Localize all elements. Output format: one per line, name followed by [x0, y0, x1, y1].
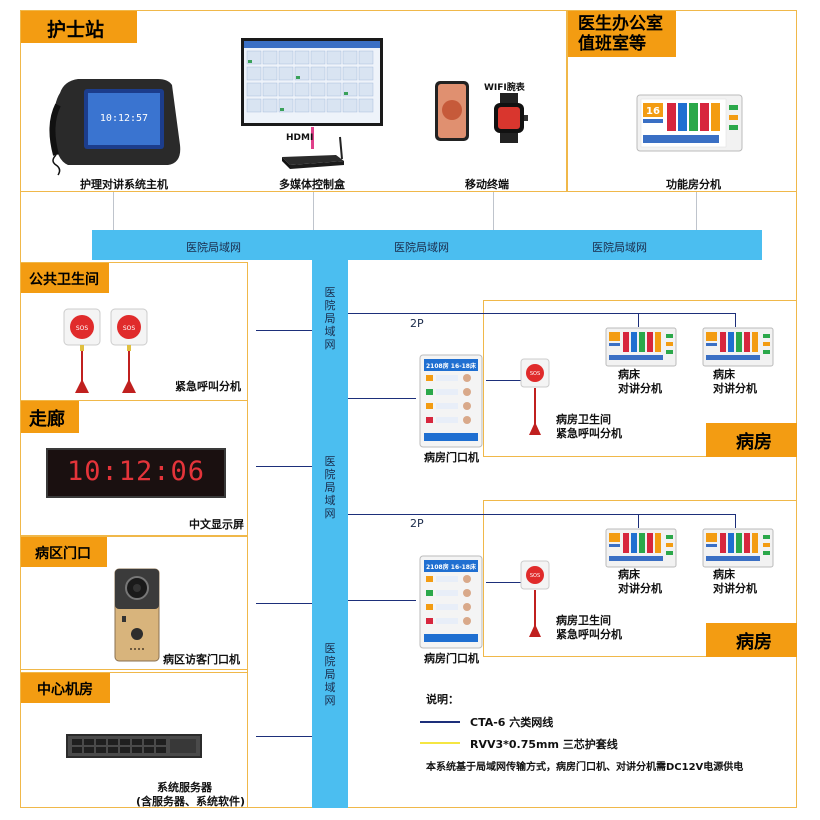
ward2-bed-terminal-2: [702, 528, 774, 568]
legend-network-line: [420, 721, 460, 723]
nurse-station-tag: 护士站: [21, 11, 137, 43]
ward1-door-terminal-image: 2108房 16-18床: [419, 354, 483, 448]
hdmi-label: HDMI: [286, 133, 314, 143]
visitor-door-label: 病区访客门口机: [163, 653, 240, 666]
ward2-bed-label-2: 病床 对讲分机: [713, 568, 757, 595]
legend-note: 本系统基于局域网传输方式，病房门口机、对讲分机需DC12V电源供电: [426, 762, 744, 773]
server-label-line2: (含服务器、系统软件): [136, 795, 246, 808]
ward-room-1-tag: 病房: [706, 423, 797, 457]
intercom-host-image: 10:12:57: [49, 79, 181, 176]
doctor-office-section: [567, 10, 797, 192]
legend-network-label: CTA-6 六类网线: [470, 716, 554, 729]
emergency-call-device-1: SOS: [63, 308, 101, 393]
svg-text:SOS: SOS: [123, 325, 136, 332]
public-toilet-tag: 公共卫生间: [21, 263, 109, 293]
ward-entrance-section: [20, 536, 248, 670]
ward2-link-bed2: [735, 514, 736, 528]
ward1-link-main: [348, 313, 735, 314]
ward1-bed-label-2: 病床 对讲分机: [713, 368, 757, 395]
ward1-2p-label: 2P: [410, 317, 424, 330]
hdmi-cable: [311, 127, 314, 149]
ward2-toilet-call-image: SOS: [520, 560, 550, 637]
legend-power-line: [420, 742, 460, 744]
wifi-watch-label: WIFI腕表: [484, 83, 525, 93]
ward1-bed-label-1: 病床 对讲分机: [618, 368, 662, 395]
drop-mobile: [493, 192, 494, 230]
chinese-display-label: 中文显示屏: [189, 518, 244, 531]
function-room-terminal-image: 16: [636, 94, 743, 152]
ward2-bed-terminal-1: [605, 528, 677, 568]
nurse-display-monitor: [241, 38, 383, 126]
ward1-bed-terminal-1: [605, 327, 677, 367]
svg-text:10:12:57: 10:12:57: [100, 113, 148, 124]
link-public-toilet: [256, 330, 312, 331]
ward2-toilet-call-label: 病房卫生间 紧急呼叫分机: [556, 614, 622, 641]
svg-text:2108房 16-18床: 2108房 16-18床: [426, 362, 477, 370]
svg-text:2108房 16-18床: 2108房 16-18床: [426, 563, 477, 571]
ward1-bed-terminal-2: [702, 327, 774, 367]
ward2-2p-label: 2P: [410, 517, 424, 530]
ward2-link-door-call: [486, 582, 522, 583]
svg-text:SOS: SOS: [530, 371, 540, 377]
drop-function: [696, 192, 697, 230]
ward1-link-bed2: [735, 313, 736, 327]
ward1-link-bed1: [638, 313, 639, 327]
ward2-link-main: [348, 514, 735, 515]
ward2-link-door: [348, 600, 416, 601]
ward2-bed-label-1: 病床 对讲分机: [618, 568, 662, 595]
corridor-section: [20, 400, 248, 536]
nurse-station-section: [20, 10, 567, 192]
svg-text:SOS: SOS: [76, 325, 89, 332]
lan-vertical-label-1: 医院局域网: [324, 286, 336, 351]
server-room-section: [20, 672, 248, 808]
mobile-phone-image: [435, 81, 469, 141]
lan-label-2: 医院局域网: [394, 241, 449, 254]
svg-text:SOS: SOS: [530, 573, 540, 579]
ward1-toilet-call-image: SOS: [520, 358, 550, 435]
ward2-door-terminal-image: 2108房 16-18床: [419, 555, 483, 649]
led-display: 10:12:06: [46, 448, 226, 498]
ward1-link-door-call: [486, 380, 522, 381]
link-corridor: [256, 466, 312, 467]
lan-vertical-label-3: 医院局域网: [324, 642, 336, 707]
link-server-room: [256, 736, 312, 737]
function-room-label: 功能房分机: [666, 178, 721, 191]
lan-label-3: 医院局域网: [592, 241, 647, 254]
ward2-door-label: 病房门口机: [424, 652, 479, 665]
ward-room-2-tag: 病房: [706, 623, 797, 657]
lan-vertical-label-2: 医院局域网: [324, 455, 336, 520]
ward-entrance-tag: 病区门口: [21, 537, 107, 567]
ward-room-1-frame: [483, 300, 797, 457]
wifi-watch-image: [494, 93, 528, 143]
server-image: [66, 734, 202, 758]
intercom-host-label: 护理对讲系统主机: [80, 178, 168, 191]
emergency-call-device-2: SOS: [110, 308, 148, 393]
ward2-link-bed1: [638, 514, 639, 528]
drop-media: [313, 192, 314, 230]
media-box-label: 多媒体控制盒: [279, 178, 345, 191]
doctor-office-tag: 医生办公室 值班室等: [568, 11, 676, 57]
mobile-terminal-label: 移动终端: [465, 178, 509, 191]
emergency-call-label: 紧急呼叫分机: [175, 380, 241, 393]
ward1-door-label: 病房门口机: [424, 451, 479, 464]
media-box-image: [282, 136, 344, 169]
ward1-link-door: [348, 398, 416, 399]
lan-backbone-vertical: [312, 258, 348, 808]
legend-title: 说明：: [426, 693, 459, 706]
drop-host: [113, 192, 114, 230]
server-room-tag: 中心机房: [21, 673, 110, 703]
ward1-toilet-call-label: 病房卫生间 紧急呼叫分机: [556, 413, 622, 440]
corridor-tag: 走廊: [21, 401, 79, 433]
led-display-time: 10:12:06: [66, 456, 206, 487]
svg-text:16: 16: [646, 106, 660, 117]
ward-room-2-frame: [483, 500, 797, 657]
link-ward-entrance: [256, 603, 312, 604]
server-label-line1: 系统服务器: [157, 781, 212, 794]
lan-backbone-horizontal: [92, 230, 762, 260]
legend-power-label: RVV3*0.75mm 三芯护套线: [470, 738, 618, 751]
lan-label-1: 医院局域网: [186, 241, 241, 254]
visitor-door-unit-image: [114, 568, 160, 662]
